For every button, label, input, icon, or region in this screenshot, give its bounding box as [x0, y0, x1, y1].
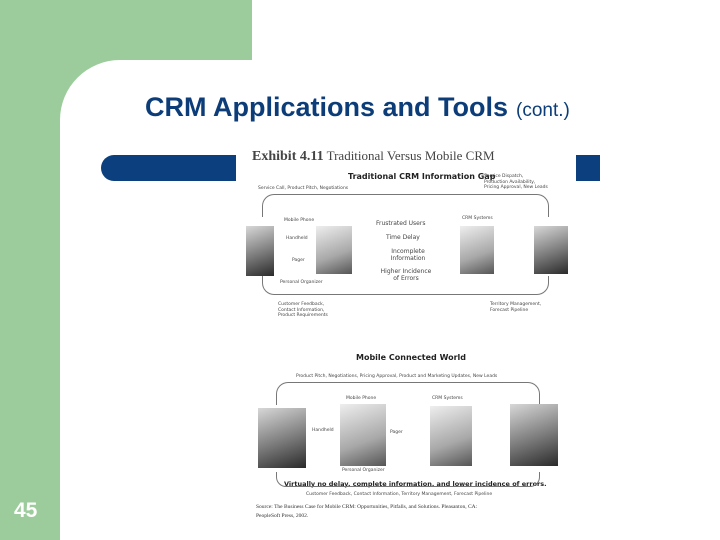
traditional-top-left: Service Call, Product Pitch, Negotiation… — [258, 186, 349, 191]
gap-higher-errors: Higher Incidence of Errors — [380, 268, 432, 282]
exhibit-title: Exhibit 4.11 Traditional Versus Mobile C… — [252, 148, 495, 165]
mobile-device-phone: Mobile Phone — [346, 396, 377, 401]
mobile-top-line: Product Pitch, Negotiations, Pricing App… — [296, 374, 498, 379]
slide-title: CRM Applications and Tools (cont.) — [145, 92, 570, 123]
source-citation: Source: The Business Case for Mobile CRM… — [256, 504, 478, 519]
device-personal-organizer: Personal Organizer — [280, 280, 323, 285]
exhibit-figure: Exhibit 4.11 Traditional Versus Mobile C… — [236, 146, 576, 532]
slide-title-suffix: (cont.) — [516, 100, 570, 121]
manager-photo — [534, 226, 568, 274]
mobile-sales-team-photo — [258, 408, 306, 468]
mobile-crm-label: CRM Systems — [432, 396, 463, 401]
device-mobile-phone: Mobile Phone — [284, 218, 315, 223]
mobile-note: Virtually no delay, complete information… — [284, 480, 547, 488]
devices-photo — [316, 226, 352, 274]
mobile-device-pager: Pager — [390, 430, 403, 435]
left-accent-bar — [0, 0, 60, 540]
mobile-heading: Mobile Connected World — [356, 353, 467, 362]
traditional-heading: Traditional CRM Information Gap — [348, 172, 496, 181]
traditional-top-right: Service Dispatch, Production Availabilit… — [484, 174, 548, 190]
exhibit-label: Exhibit 4.11 — [252, 149, 324, 164]
exhibit-caption: Traditional Versus Mobile CRM — [326, 148, 495, 163]
mobile-manager-photo — [510, 404, 558, 466]
gap-time-delay: Time Delay — [386, 234, 420, 241]
crm-systems-photo — [460, 226, 494, 274]
traditional-bottom-arrow — [262, 276, 549, 295]
gap-incomplete-information: Incomplete Information — [390, 248, 426, 262]
slide-title-main: CRM Applications and Tools — [145, 92, 508, 122]
device-handheld: Handheld — [286, 236, 308, 241]
device-pager: Pager — [292, 258, 305, 263]
mobile-bottom-line: Customer Feedback, Contact Information, … — [306, 492, 493, 497]
mobile-crm-photo — [430, 406, 472, 466]
traditional-bottom-left: Customer Feedback, Contact Information, … — [278, 302, 328, 318]
slide-number: 45 — [14, 499, 38, 522]
mobile-bottom-arrow — [276, 472, 540, 487]
mobile-user-photo — [340, 404, 386, 466]
sales-team-photo — [246, 226, 274, 276]
top-accent-bar — [60, 0, 252, 60]
traditional-bottom-right: Territory Management, Forecast Pipeline — [490, 302, 542, 313]
mobile-top-arrow — [276, 382, 540, 405]
traditional-crm-label: CRM Systems — [462, 216, 493, 221]
gap-frustrated-users: Frustrated Users — [376, 220, 426, 227]
traditional-top-arrow — [262, 194, 549, 217]
mobile-device-handheld: Handheld — [312, 428, 334, 433]
mobile-device-organizer: Personal Organizer — [342, 468, 385, 473]
